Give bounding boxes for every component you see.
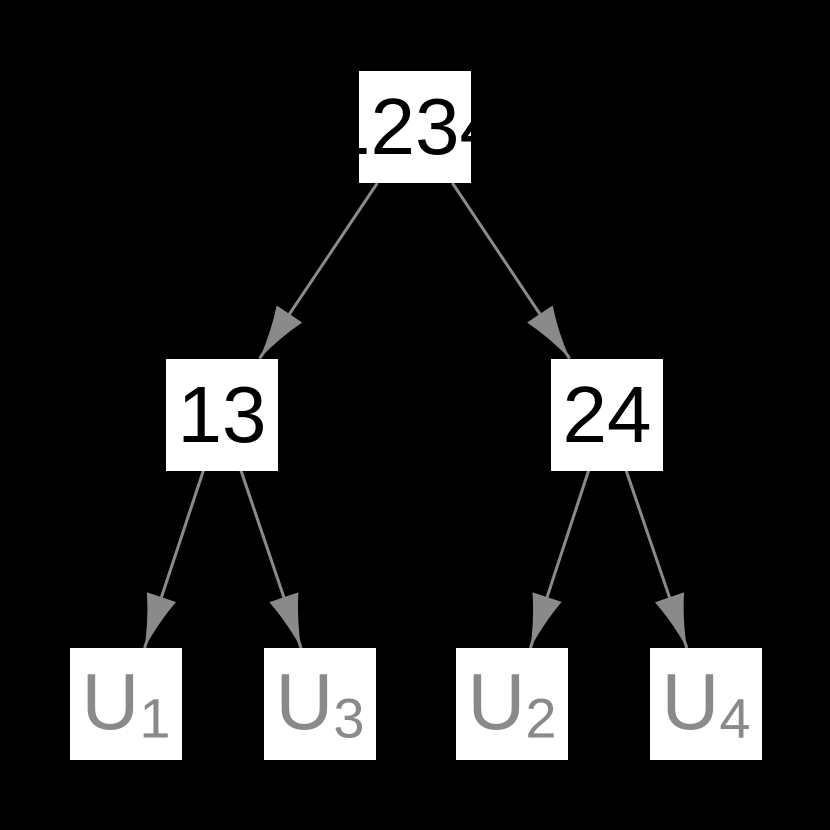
node-label-root: 1234 [359, 82, 471, 171]
node-u4: U4 [650, 648, 762, 760]
edge-root-n13 [258, 182, 379, 360]
node-u2: U2 [456, 648, 568, 760]
edge-n24-u4 [624, 470, 689, 649]
node-n24: 24 [551, 358, 663, 471]
edge-n24-u2 [528, 470, 591, 649]
node-label-u1: U1 [81, 656, 171, 750]
node-label-u3: U3 [275, 656, 365, 750]
node-label-n13: 13 [177, 369, 267, 459]
node-u3: U3 [264, 648, 376, 760]
node-u1: U1 [70, 648, 182, 760]
node-label-subscript-u3: 3 [333, 686, 365, 750]
node-label-u2: U2 [467, 656, 557, 750]
edge-root-n24 [451, 182, 571, 360]
node-label-n24: 24 [562, 369, 652, 459]
node-n13: 13 [166, 358, 278, 471]
edge-n13-u1 [143, 470, 205, 649]
node-label-subscript-u4: 4 [719, 686, 751, 750]
edge-n13-u3 [239, 470, 303, 649]
node-label-subscript-u2: 2 [525, 686, 557, 750]
node-label-u4: U4 [661, 656, 751, 750]
node-label-subscript-u1: 1 [139, 686, 171, 750]
node-root: 1234 [359, 71, 471, 183]
